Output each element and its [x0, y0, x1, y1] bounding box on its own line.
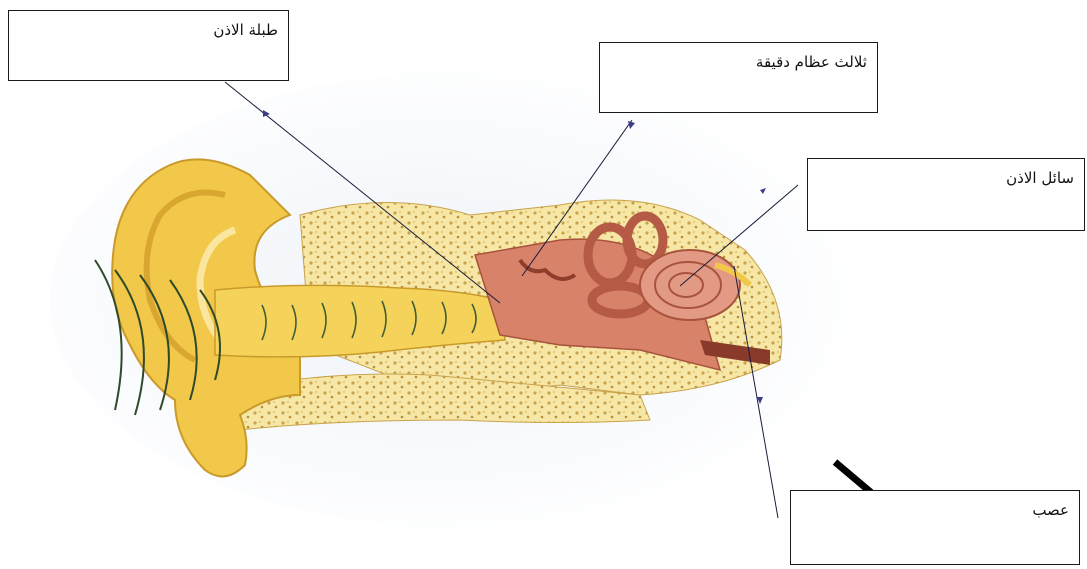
label-nerve-text: عصب [1032, 501, 1069, 519]
label-ear-fluid: سائل الاذن [807, 158, 1085, 231]
label-nerve: عصب [790, 490, 1080, 565]
label-ear-fluid-text: سائل الاذن [1006, 169, 1074, 187]
label-ossicles-text: ثلالث عظام دقيقة [756, 53, 867, 71]
cochlea [640, 250, 740, 320]
label-eardrum: طبلة الاذن [8, 10, 289, 81]
label-ossicles: ثلالث عظام دقيقة [599, 42, 878, 113]
label-eardrum-text: طبلة الاذن [213, 21, 278, 39]
